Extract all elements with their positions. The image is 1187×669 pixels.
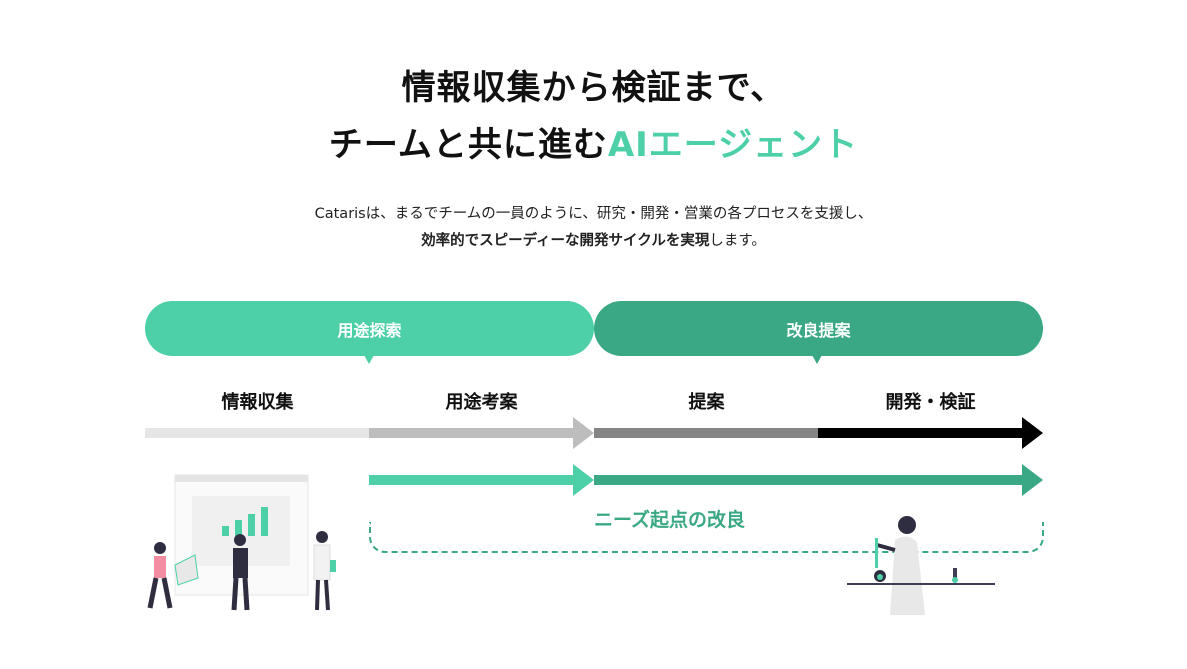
title-accent: AIエージェント: [607, 125, 859, 165]
progress-bar-segment: [145, 428, 369, 438]
hero-title-line1: 情報収集から検証まで、: [401, 68, 786, 108]
green-bar-segment: [369, 475, 574, 485]
phase-label: 用途探索: [337, 320, 402, 340]
arrow-head: [573, 464, 594, 496]
green-bar-segment: [594, 475, 1023, 485]
description-line2: 効率的でスピーディーな開発サイクルを実現します。: [0, 229, 1187, 250]
description-line1: Catarisは、まるでチームの一員のように、研究・開発・営業の各プロセスを支援…: [314, 206, 873, 222]
feedback-loop-bracket: [369, 522, 1044, 553]
phase-pill-exploration: 用途探索: [145, 301, 594, 356]
loop-label: ニーズ起点の改良: [594, 509, 746, 531]
pill-tail: [812, 355, 822, 364]
progress-bar-segment: [818, 428, 1023, 438]
description-rest: します。: [709, 233, 766, 249]
team-analysis-illustration: [147, 474, 336, 611]
description-bold: 効率的でスピーディーな開発サイクルを実現: [421, 233, 710, 249]
progress-bar-segment: [369, 428, 574, 438]
phase-label: 改良提案: [786, 320, 851, 340]
arrow-head: [1022, 464, 1043, 496]
scientist-illustration: [847, 516, 995, 615]
step-proposal: 提案: [688, 392, 725, 413]
phase-pill-improvement: 改良提案: [594, 301, 1043, 356]
progress-bar-segment: [594, 428, 818, 438]
hero-title-line2: チームと共に進むAIエージェント: [0, 117, 1187, 166]
title-prefix: チームと共に進む: [328, 125, 608, 165]
pill-tail: [364, 355, 374, 364]
step-info-gathering: 情報収集: [221, 392, 294, 413]
step-use-case: 用途考案: [445, 392, 518, 413]
arrow-head: [1022, 417, 1043, 449]
arrow-head: [573, 417, 594, 449]
step-dev-verify: 開発・検証: [885, 392, 976, 413]
